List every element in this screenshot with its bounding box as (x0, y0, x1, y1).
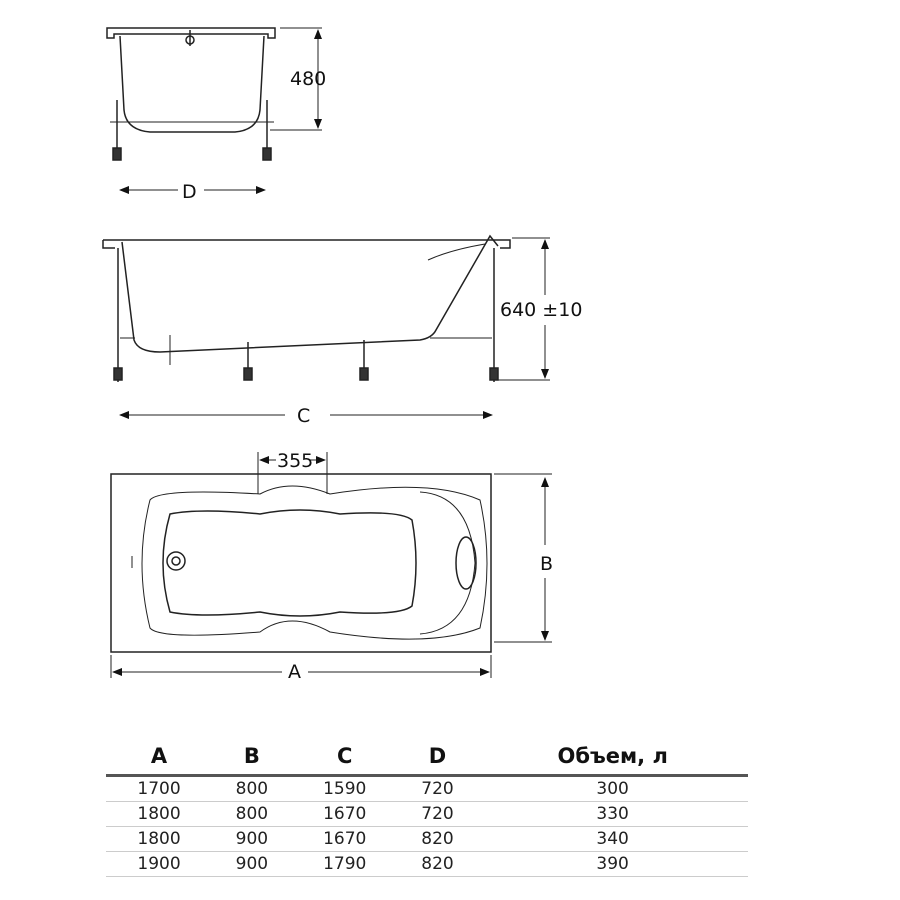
cell: 1800 (106, 801, 213, 827)
cell: 1590 (291, 775, 398, 802)
side-height-label: 640 ±10 (500, 299, 582, 321)
handle-distance-label: 355 (277, 450, 313, 472)
cell: 800 (212, 801, 292, 827)
table-header-row: A B C D Объем, л (106, 738, 748, 777)
header-d: D (397, 738, 478, 777)
cell: 1700 (106, 775, 213, 802)
side-view (102, 234, 550, 419)
cell: 820 (397, 826, 478, 852)
cell: 820 (397, 851, 478, 877)
cell: 1900 (106, 851, 213, 877)
cell: 1790 (291, 851, 398, 877)
cell: 330 (477, 801, 748, 827)
cell: 900 (212, 851, 292, 877)
plan-length-label: A (288, 661, 301, 683)
header-a: A (106, 738, 213, 777)
cell: 800 (212, 775, 292, 802)
cell: 720 (397, 775, 478, 802)
side-length-label: C (297, 405, 310, 427)
cell: 1800 (106, 826, 213, 852)
plan-view (110, 452, 552, 678)
cell: 390 (477, 851, 748, 877)
header-volume: Объем, л (477, 738, 748, 777)
cell: 300 (477, 775, 748, 802)
header-c: C (291, 738, 398, 777)
cell: 720 (397, 801, 478, 827)
cell: 340 (477, 826, 748, 852)
front-width-label: D (182, 181, 197, 203)
cell: 1670 (291, 826, 398, 852)
cell: 900 (212, 826, 292, 852)
front-height-label: 480 (290, 68, 326, 90)
front-view (106, 27, 322, 194)
plan-width-label: B (540, 553, 553, 575)
cell: 1670 (291, 801, 398, 827)
header-b: B (212, 738, 292, 777)
